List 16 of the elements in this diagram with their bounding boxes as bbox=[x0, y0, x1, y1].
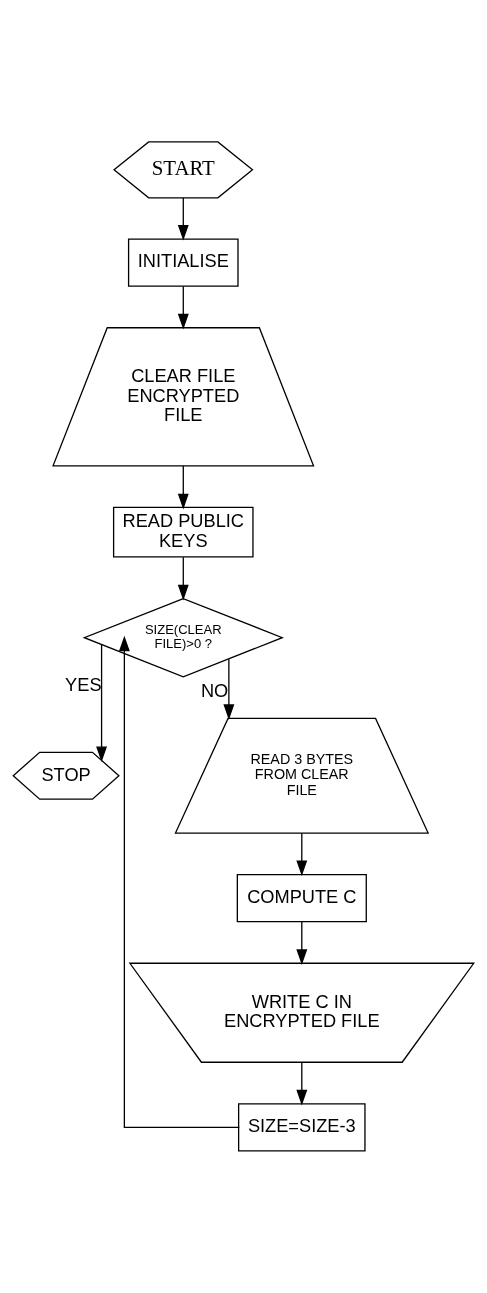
node-diamond: SIZE(CLEAR FILE)>0 ? bbox=[82, 597, 285, 678]
node-box: READ PUBLIC KEYS bbox=[112, 506, 254, 558]
arrow bbox=[118, 635, 240, 1128]
arrow bbox=[177, 285, 189, 330]
arrow bbox=[177, 465, 189, 510]
arrow bbox=[96, 644, 108, 763]
arrow bbox=[296, 1061, 308, 1106]
node-box: SIZE=SIZE-3 bbox=[238, 1103, 366, 1152]
arrow bbox=[177, 197, 189, 241]
edge-label: NO bbox=[200, 679, 229, 701]
arrow bbox=[296, 921, 308, 965]
node-box: COMPUTE C bbox=[236, 874, 367, 923]
arrow bbox=[223, 658, 235, 720]
arrow bbox=[296, 832, 308, 877]
arrow bbox=[177, 556, 189, 601]
node-box: INITIALISE bbox=[127, 238, 239, 287]
